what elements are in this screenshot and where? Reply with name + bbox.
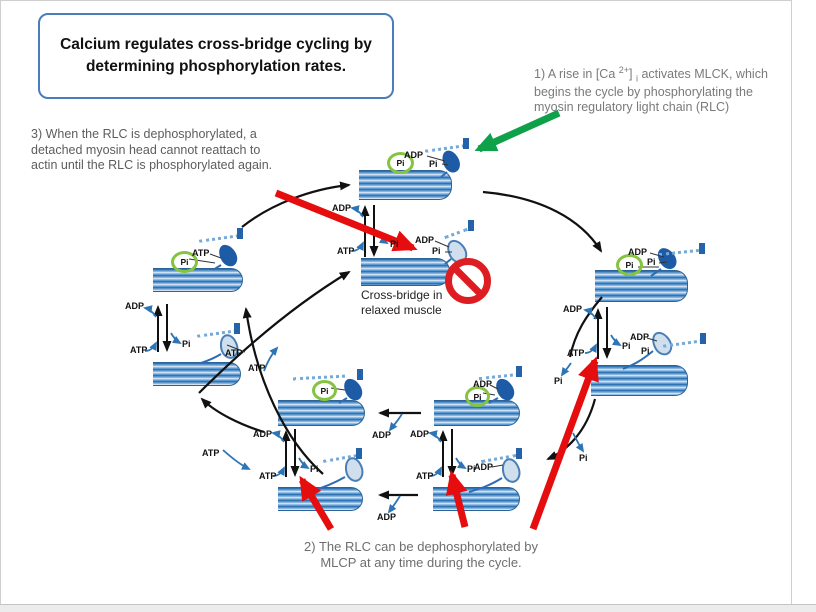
window-bottom-strip <box>0 604 816 612</box>
slide-title: Calcium regulates cross-bridge cycling b… <box>60 35 372 75</box>
pi-label: Pi <box>390 239 399 249</box>
actin-rod-right-lower <box>591 365 688 396</box>
green-mlck-arrow <box>474 109 561 153</box>
atp-label: ATP <box>130 345 148 355</box>
adp-label: ADP <box>253 429 273 439</box>
phosphate-circle-left: Pi <box>171 251 198 273</box>
phosphate-circle-right: Pi <box>616 254 643 276</box>
atp-label: ATP <box>248 363 266 373</box>
pi-label: Pi <box>467 464 476 474</box>
atp-label: ATP <box>416 471 434 481</box>
note-1-mlck: 1) A rise in [Ca 2+] i activates MLCK, w… <box>534 65 768 115</box>
adp-label: ADP <box>474 462 494 472</box>
pi-label: Pi <box>622 341 631 351</box>
pi-label: Pi <box>432 246 441 256</box>
adp-label: ADP <box>377 512 397 522</box>
calcium-superscript: 2+ <box>618 65 630 75</box>
phosphate-circle-bottom-left: Pi <box>312 380 337 401</box>
intracellular-subscript: i <box>635 73 638 84</box>
pi-label: Pi <box>310 464 319 474</box>
rlc-cap-bottom-right <box>516 366 522 377</box>
myosin-neck-linkers <box>200 171 662 493</box>
adp-label: ADP <box>125 301 145 311</box>
red-mlcp-arrows <box>274 189 599 531</box>
adp-label: ADP <box>410 429 430 439</box>
atp-label: ATP <box>337 246 355 256</box>
actin-rod-right <box>595 270 688 302</box>
slide: Calcium regulates cross-bridge cycling b… <box>0 0 792 605</box>
rlc-cap-right <box>699 243 705 254</box>
adp-label: ADP <box>473 379 493 389</box>
pi-label: Pi <box>554 376 563 386</box>
rlc-cap-right-lower <box>700 333 706 344</box>
rlc-cap-left-lower <box>234 323 240 334</box>
adp-label: ADP <box>630 332 650 342</box>
adp-label: ADP <box>404 150 424 160</box>
note-2-line-2: MLCP at any time during the cycle. <box>320 555 522 571</box>
rlc-cap-bottom-left <box>357 369 363 380</box>
actin-rod-center-relaxed <box>361 258 450 286</box>
pi-label: Pi <box>579 453 588 463</box>
pi-label: Pi <box>641 346 650 356</box>
pi-label: Pi <box>182 339 191 349</box>
note-3-dephosphorylated: 3) When the RLC is dephosphorylated, a d… <box>31 127 273 172</box>
note-2-mlcp: 2) The RLC can be dephosphorylated by ML… <box>253 539 589 571</box>
atp-label: ATP <box>192 248 210 258</box>
actin-rod-top <box>359 170 452 200</box>
rlc-cap-left <box>237 228 243 239</box>
actin-rod-left <box>153 268 243 292</box>
atp-adp-exchange-symbols <box>153 205 612 477</box>
phosphate-circle-top: Pi <box>387 152 414 174</box>
pi-label: Pi <box>429 159 438 169</box>
cycle-arrows <box>198 181 603 500</box>
rlc-cap-lower-left <box>356 448 362 459</box>
note-2-line-1: 2) The RLC can be dephosphorylated by <box>304 539 538 554</box>
atp-label: ATP <box>225 348 243 358</box>
adp-label: ADP <box>415 235 435 245</box>
rlc-cap-top <box>463 138 469 149</box>
title-box: Calcium regulates cross-bridge cycling b… <box>38 13 394 99</box>
phosphate-circle-bottom-right: Pi <box>465 386 490 407</box>
adp-label: ADP <box>628 247 648 257</box>
nucleotide-in-out-arrows <box>143 205 622 514</box>
rlc-cap-center <box>468 220 474 231</box>
atp-label: ATP <box>202 448 220 458</box>
prohibition-icon <box>445 258 491 304</box>
atp-label: ATP <box>259 471 277 481</box>
rlc-cap-lower-right <box>516 448 522 459</box>
relaxed-muscle-caption: Cross-bridge in relaxed muscle <box>361 288 443 317</box>
adp-label: ADP <box>563 304 583 314</box>
adp-label: ADP <box>372 430 392 440</box>
pi-label: Pi <box>647 257 656 267</box>
atp-label: ATP <box>567 348 585 358</box>
adp-label: ADP <box>332 203 352 213</box>
label-pointer-lines <box>188 155 668 468</box>
